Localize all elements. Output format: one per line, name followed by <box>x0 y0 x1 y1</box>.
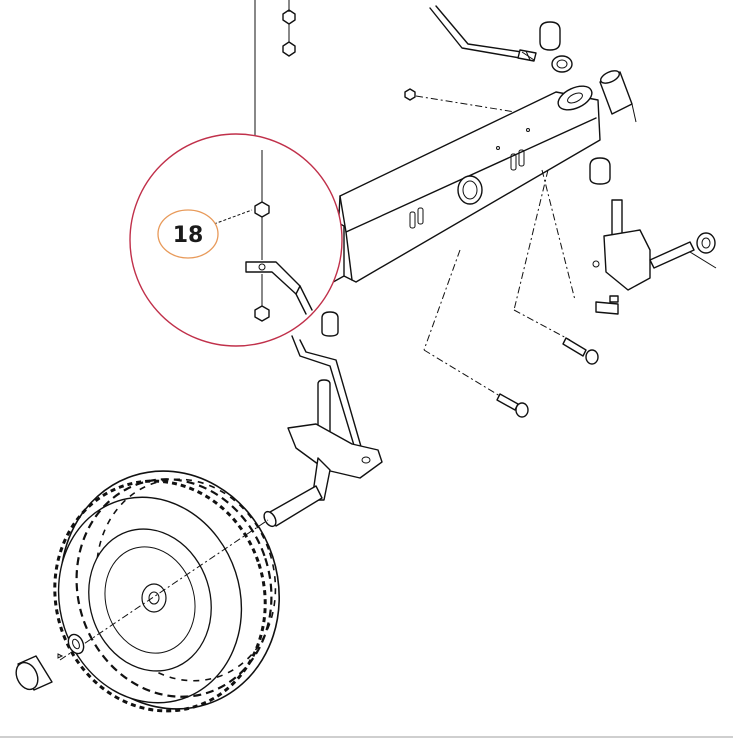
part-callout-18: 18 <box>157 209 219 259</box>
axle-sleeve <box>321 311 339 337</box>
part-number-label: 18 <box>173 223 204 248</box>
tie-rod <box>291 335 363 453</box>
pivot-bolt-right <box>513 169 599 365</box>
pivot-bolt-left <box>423 249 529 418</box>
sleeve-bushing <box>599 70 637 123</box>
right-spindle <box>541 157 717 315</box>
hub-washer <box>57 633 85 659</box>
axle-center-line <box>59 519 269 661</box>
front-axle-beam <box>334 85 601 283</box>
left-spindle <box>263 379 383 528</box>
zoom-callout-circle <box>129 133 343 347</box>
top-nut <box>282 0 296 57</box>
front-wheel <box>53 470 281 713</box>
axle-top-nut <box>404 88 541 117</box>
hub-cap <box>15 655 53 691</box>
upper-bushing <box>539 21 573 73</box>
drag-link-rod <box>429 5 537 62</box>
